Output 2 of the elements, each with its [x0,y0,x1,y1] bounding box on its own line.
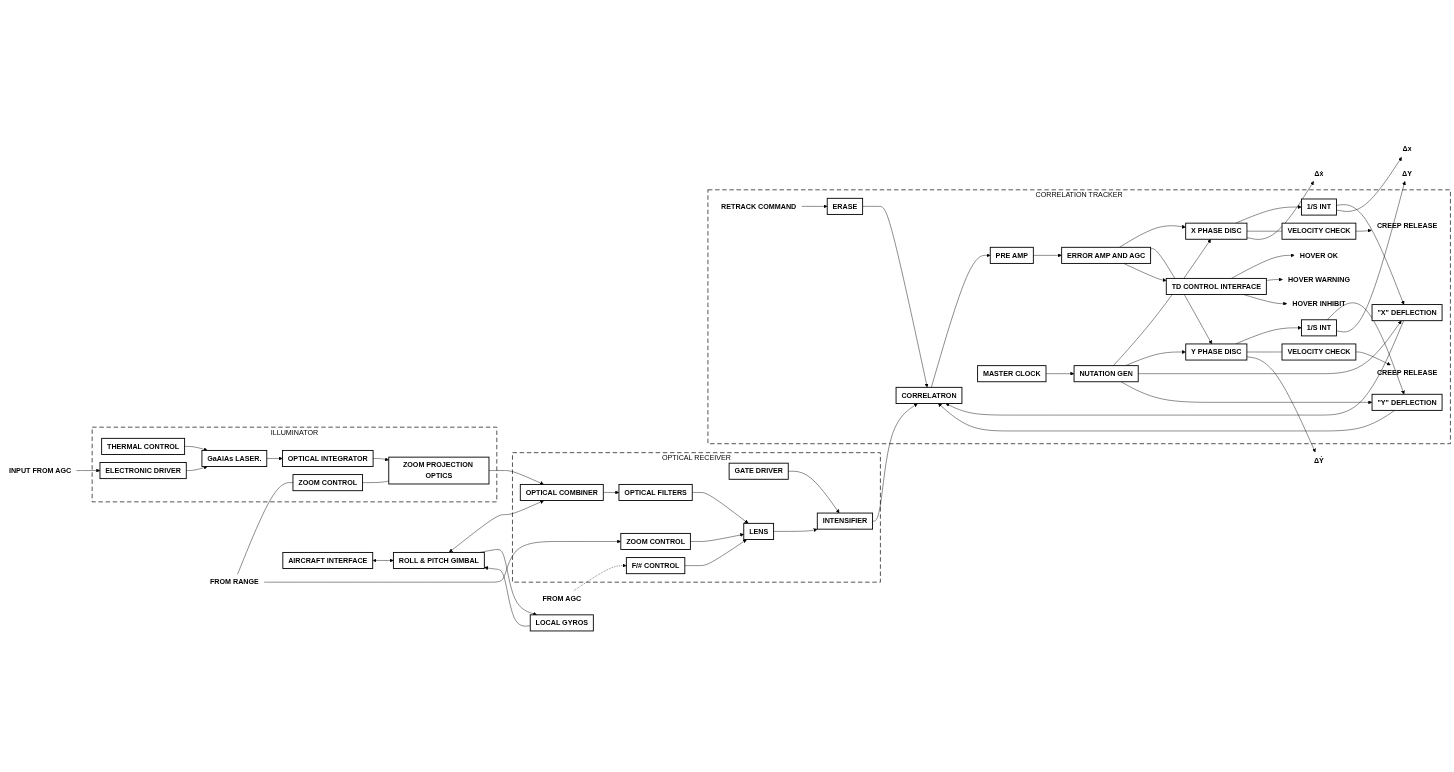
connector [237,482,294,575]
connector [362,480,389,483]
